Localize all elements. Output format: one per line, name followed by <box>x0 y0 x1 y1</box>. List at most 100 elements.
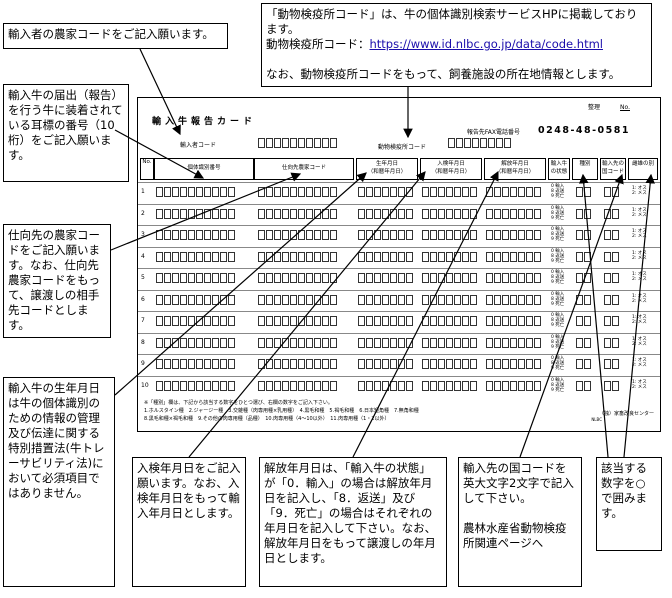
birth-boxes <box>358 294 414 305</box>
entry-boxes <box>422 337 478 348</box>
breed-boxes <box>576 337 592 348</box>
country-boxes <box>604 316 620 326</box>
ear-tag-boxes <box>156 380 236 391</box>
destination-boxes <box>258 208 338 219</box>
import-report-card: 整理 No. 輸入牛報告カード 報告先FAX電話番号 0248-48-0581 … <box>137 97 661 432</box>
station-code-link[interactable]: https://www.id.nlbc.go.jp/data/code.html <box>369 37 603 51</box>
fax-label: 報告先FAX電話番号 <box>466 129 520 136</box>
callout-station-code: 「動物検疫所コード」は、牛の個体識別検索サービスHPに掲載しております。動物検疫… <box>261 3 652 87</box>
destination-boxes <box>258 251 338 262</box>
release-boxes <box>486 230 542 240</box>
callout-destination: 仕向先の農家コードをご記入願います。なお、仕向先農家コードをもって、譲渡しの相手… <box>3 224 111 338</box>
note-1: ※「種別」欄は、下記から該当する数字をひとつ選び、右欄の数字をご記入下さい。 <box>144 400 333 406</box>
col-header-destination: 仕向先農家コード <box>254 158 354 180</box>
ear-tag-boxes <box>156 230 236 240</box>
col-header-country: 輸入先の国コード <box>600 158 626 180</box>
col-header-entry: 入検年月日（和暦年月日） <box>420 158 482 180</box>
ear-tag-boxes <box>156 187 236 197</box>
ear-tag-boxes <box>156 294 236 305</box>
breed-boxes <box>576 230 592 240</box>
org-name: （独）家畜改良センター <box>598 411 654 417</box>
row-number: 6 <box>141 295 145 303</box>
release-boxes <box>486 208 542 219</box>
row-number: 9 <box>141 360 145 367</box>
row-number: 3 <box>141 231 145 238</box>
release-boxes <box>486 187 542 197</box>
callout-ear-tag: 輸入牛の届出（報告）を行う牛に装着されている耳標の番号（10桁）をご記入願います… <box>3 84 129 182</box>
country-boxes <box>604 230 620 240</box>
breed-boxes <box>576 208 592 219</box>
station-code-boxes <box>448 138 512 148</box>
card-title: 輸入牛報告カード <box>152 117 257 127</box>
destination-boxes <box>258 380 338 391</box>
country-boxes <box>604 337 620 348</box>
birth-boxes <box>358 187 414 197</box>
importer-code-label: 輸入者コード <box>180 142 217 149</box>
entry-boxes <box>422 187 478 197</box>
importer-code-boxes <box>258 138 338 148</box>
callout-circle: 該当する数字を○で囲みます。 <box>596 457 662 551</box>
entry-boxes <box>422 251 478 262</box>
breed-boxes <box>576 251 592 262</box>
country-code-link[interactable]: 農林水産省動物検疫所関連ページへ <box>463 521 567 550</box>
callout-release-date: 解放年月日は、「輸入牛の状態」が「0．輸入」の場合は解放年月日を記入し、「8．返… <box>259 457 447 587</box>
station-code-label: 動物検疫所コード <box>378 144 427 151</box>
callout-country-code: 輸入先の国コードを英大文字2文字で記入して下さい。農林水産省動物検疫所関連ページ… <box>458 457 582 587</box>
entry-boxes <box>422 273 478 283</box>
entry-boxes <box>422 294 478 305</box>
ear-tag-boxes <box>156 208 236 219</box>
birth-boxes <box>358 251 414 262</box>
entry-boxes <box>422 359 478 369</box>
col-header-ear-tag: 個体識別番号 <box>154 158 254 180</box>
release-boxes <box>486 273 542 283</box>
page-label: 整理 <box>587 104 600 111</box>
entry-boxes <box>422 208 478 219</box>
row-number: 10 <box>141 381 149 389</box>
country-boxes <box>604 359 620 369</box>
destination-boxes <box>258 230 338 240</box>
country-boxes <box>604 187 620 197</box>
note-3: 8.黒毛和種×褐毛和種 9.その他の肉専用種（品種） 10.肉専用種（4～10以… <box>144 416 390 422</box>
birth-boxes <box>358 337 414 348</box>
page-no: No. <box>620 104 630 111</box>
destination-boxes <box>258 187 338 197</box>
nlbc-logo: NLBC <box>591 417 602 422</box>
release-boxes <box>486 359 542 369</box>
ear-tag-boxes <box>156 273 236 283</box>
birth-boxes <box>358 316 414 326</box>
row-number: 4 <box>141 252 145 260</box>
ear-tag-boxes <box>156 337 236 348</box>
destination-boxes <box>258 359 338 369</box>
breed-boxes <box>576 316 592 326</box>
release-boxes <box>486 337 542 348</box>
birth-boxes <box>358 273 414 283</box>
birth-boxes <box>358 208 414 219</box>
row-number: 7 <box>141 317 145 324</box>
callout-birth-date: 輸入牛の生年月日は牛の個体識別のための情報の管理及び伝達に関する特別措置法(牛ト… <box>3 377 115 587</box>
col-header-sex: 雌雄の別 <box>628 158 658 180</box>
row-number: 2 <box>141 209 145 217</box>
ear-tag-boxes <box>156 251 236 262</box>
country-boxes <box>604 273 620 283</box>
col-header-breed: 種別 <box>572 158 598 180</box>
